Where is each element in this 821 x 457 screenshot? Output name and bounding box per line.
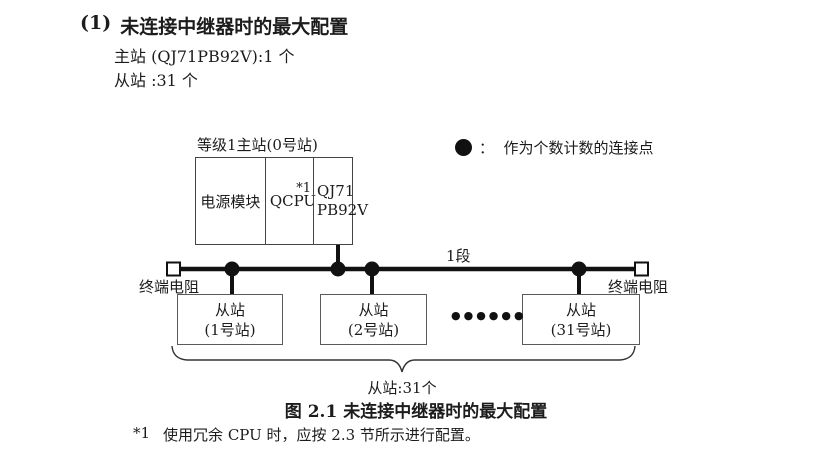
footnote: *1 使用冗余 CPU 时，应按 2.3 节所示进行配置。 — [133, 424, 480, 445]
slave1-label-line1: 从站 — [214, 300, 245, 319]
slave-total-label: 从站:31个 — [367, 379, 437, 397]
power-module-cell: 电源模块 — [196, 158, 265, 244]
connection-point-dot — [224, 261, 240, 277]
connection-point-dot — [330, 261, 346, 277]
qj71pb92v-cell: QJ71 PB92V — [313, 158, 369, 244]
section-heading: (1) 未连接中继器时的最大配置 — [80, 12, 348, 39]
footnote-ref-marker: *1 — [296, 181, 311, 196]
slave1-label-line2: (1号站) — [204, 320, 256, 339]
section-title: 未连接中继器时的最大配置 — [120, 16, 349, 38]
slave2-label-line2: (2号站) — [347, 320, 400, 339]
legend: ： 作为个数计数的连接点 — [455, 137, 654, 158]
slave-station-box-2: 从站 (2号站) — [320, 294, 427, 345]
master-station-box: 电源模块 *1 QCPU QJ71 PB92V — [195, 157, 369, 245]
connection-point-dot — [571, 261, 587, 277]
slave31-label-line2: (31号站) — [550, 320, 612, 339]
master-count-line: 主站 (QJ71PB92V):1 个 — [114, 47, 295, 66]
terminator-left-square — [166, 261, 181, 277]
terminator-right-square — [634, 261, 649, 277]
slaves-brace — [171, 345, 636, 373]
qcpu-cell: *1 QCPU — [264, 158, 317, 244]
power-module-label: 电源模块 — [200, 192, 261, 211]
slave2-label-line1: 从站 — [358, 300, 389, 319]
connection-point-dot — [364, 261, 380, 277]
footnote-marker: *1 — [133, 424, 151, 442]
master-station-label: 等级1主站(0号站) — [197, 136, 318, 154]
qj71-label-line1: QJ71 — [317, 182, 355, 200]
legend-text: ： 作为个数计数的连接点 — [479, 139, 654, 157]
qcpu-label: QCPU — [269, 192, 317, 210]
connection-point-legend-icon — [455, 139, 472, 156]
terminator-label-left: 终端电阻 — [139, 278, 200, 296]
section-number: (1) — [80, 12, 112, 34]
terminator-label-right: 终端电阻 — [608, 278, 669, 296]
slave-station-box-1: 从站 (1号站) — [177, 294, 283, 345]
figure-caption: 图 2.1 未连接中继器时的最大配置 — [284, 402, 548, 422]
segment-label: 1段 — [446, 247, 471, 265]
slave-count-line: 从站 :31 个 — [114, 71, 198, 90]
footnote-text: 使用冗余 CPU 时，应按 2.3 节所示进行配置。 — [163, 426, 480, 444]
slave31-label-line1: 从站 — [565, 300, 596, 319]
slave-station-box-31: 从站 (31号站) — [522, 294, 640, 345]
qj71-label-line2: PB92V — [317, 201, 369, 219]
omitted-slaves-ellipsis: ●●●●●● — [451, 309, 527, 322]
